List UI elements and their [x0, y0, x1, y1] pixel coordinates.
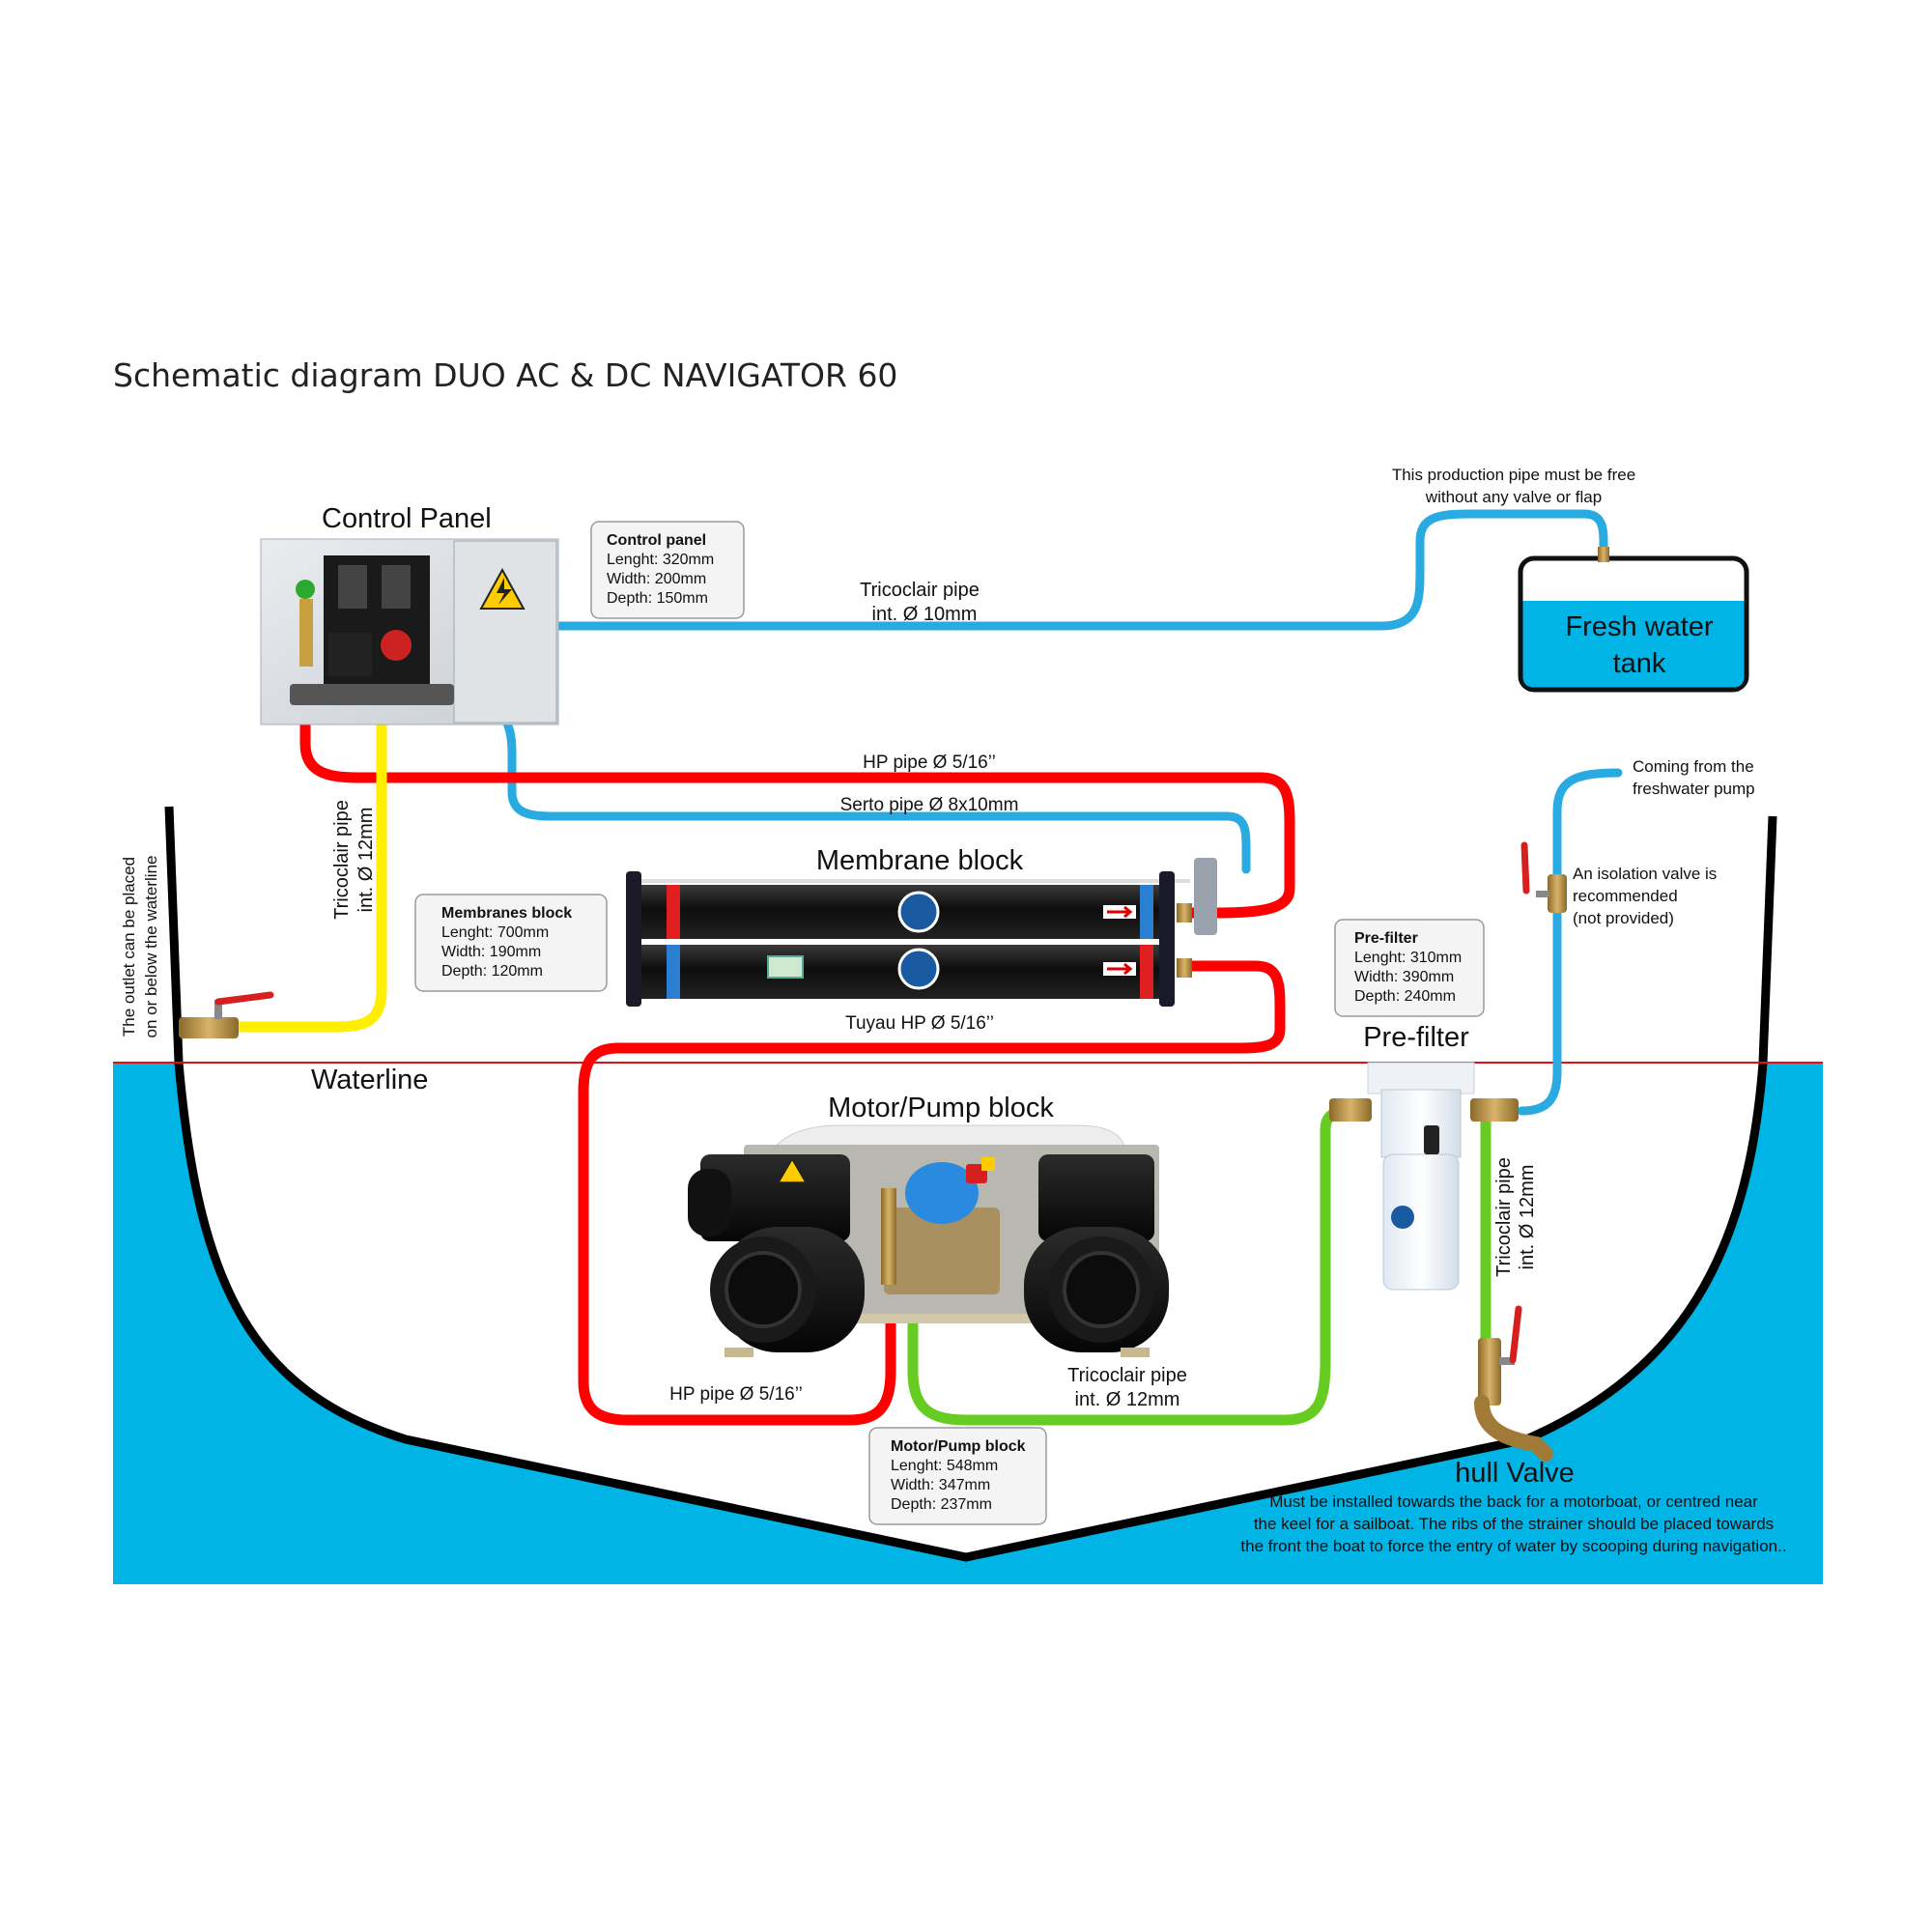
spec-title: Control panel: [607, 532, 706, 549]
spec-depth: Depth: 120mm: [441, 963, 543, 980]
fresh-water-tank-label-2: tank: [1613, 648, 1666, 679]
spec-width: Width: 347mm: [891, 1477, 990, 1493]
motor-warning-icon: [777, 1157, 808, 1183]
filter-logo-icon: [1391, 1206, 1414, 1229]
membrane-logo-icon: [897, 891, 940, 933]
isolation-valve: [1520, 841, 1567, 913]
production-note-1: This production pipe must be free: [1392, 466, 1635, 484]
spec-length: Lenght: 700mm: [441, 924, 549, 941]
isolation-note-1: An isolation valve is: [1573, 865, 1717, 883]
flow-arrow-icon: [1107, 962, 1133, 976]
serto-pipe-label: Serto pipe Ø 8x10mm: [840, 795, 1019, 815]
outlet-note-1: The outlet can be placed: [120, 857, 138, 1037]
motor-pump-title: Motor/Pump block: [828, 1093, 1054, 1123]
motor-pump-block: [688, 1124, 1169, 1357]
hp-pipe-bottom-label: HP pipe Ø 5/16’’: [669, 1384, 803, 1405]
hp-pipe-top: [299, 661, 1295, 919]
fresh-water-tank: [1518, 547, 1749, 693]
membrane-logo-icon: [897, 948, 940, 990]
hull-valve: [1474, 1305, 1553, 1462]
control-panel-spec-box: Control panel Lenght: 320mm Width: 200mm…: [590, 521, 745, 619]
tricoclair-10-label-1: Tricoclair pipe: [860, 580, 980, 601]
spec-length: Lenght: 548mm: [891, 1458, 998, 1474]
spec-width: Width: 190mm: [441, 944, 541, 960]
spec-length: Lenght: 310mm: [1354, 950, 1462, 966]
spec-depth: Depth: 240mm: [1354, 988, 1456, 1005]
spec-depth: Depth: 237mm: [891, 1496, 992, 1513]
spec-width: Width: 200mm: [607, 571, 706, 587]
spec-title: Motor/Pump block: [891, 1438, 1026, 1455]
pre-filter-spec-box: Pre-filter Lenght: 310mm Width: 390mm De…: [1334, 919, 1485, 1017]
production-note-2: without any valve or flap: [1425, 488, 1602, 506]
tricoclair-12-left-pipe: [234, 714, 387, 1033]
outlet-valve: [179, 991, 274, 1038]
hull-outline: [164, 806, 1777, 1562]
tricoclair-12-right-label-2: int. Ø 12mm: [1517, 1165, 1538, 1270]
pre-filter: [1329, 1062, 1519, 1291]
waterline-label: Waterline: [311, 1065, 428, 1095]
page-title: Schematic diagram DUO AC & DC NAVIGATOR …: [113, 356, 897, 394]
accumulator-icon: [905, 1162, 979, 1224]
tricoclair-12-bottom-pipe: [907, 1105, 1353, 1426]
tricoclair-12-left-label-1: Tricoclair pipe: [331, 800, 353, 920]
hull-valve-note-3: the front the boat to force the entry of…: [1240, 1537, 1786, 1555]
motor-pump-spec-box: Motor/Pump block Lenght: 548mm Width: 34…: [868, 1427, 1047, 1525]
membrane-block: [626, 858, 1217, 1007]
hull-valve-note-1: Must be installed towards the back for a…: [1269, 1492, 1758, 1511]
spec-width: Width: 390mm: [1354, 969, 1454, 985]
membrane-block-title: Membrane block: [816, 845, 1024, 876]
fresh-water-tank-label-1: Fresh water: [1565, 611, 1713, 642]
flow-arrow-icon: [1107, 905, 1133, 919]
tricoclair-12-right-label-1: Tricoclair pipe: [1493, 1157, 1515, 1277]
spec-length: Lenght: 320mm: [607, 552, 714, 568]
spec-title: Membranes block: [441, 905, 572, 922]
isolation-note-3: (not provided): [1573, 909, 1674, 927]
isolation-note-2: recommended: [1573, 887, 1678, 905]
coming-from-note-1: Coming from the: [1633, 757, 1754, 776]
tricoclair-12-bottom-label-2: int. Ø 12mm: [1075, 1389, 1180, 1410]
coming-from-note-2: freshwater pump: [1633, 780, 1755, 798]
tuyau-hp-label: Tuyau HP Ø 5/16’’: [845, 1013, 994, 1034]
pre-filter-title: Pre-filter: [1363, 1022, 1469, 1053]
tuyau-hp-pipe: [578, 960, 1286, 1426]
control-panel-title: Control Panel: [322, 503, 492, 534]
tricoclair-12-left-label-2: int. Ø 12mm: [355, 808, 377, 913]
tricoclair-12-bottom-label-1: Tricoclair pipe: [1067, 1365, 1187, 1386]
spec-title: Pre-filter: [1354, 930, 1418, 947]
hull-valve-note-2: the keel for a sailboat. The ribs of the…: [1254, 1515, 1774, 1533]
membranes-spec-box: Membranes block Lenght: 700mm Width: 190…: [414, 894, 608, 992]
hp-pipe-top-label: HP pipe Ø 5/16’’: [863, 753, 996, 773]
hull-valve-title: hull Valve: [1455, 1458, 1575, 1489]
control-panel: [260, 538, 559, 725]
tricoclair-10-label-2: int. Ø 10mm: [872, 604, 978, 625]
freshwater-pump-pipe: [1517, 768, 1623, 1116]
spec-depth: Depth: 150mm: [607, 590, 708, 607]
outlet-note-2: on or below the waterline: [142, 855, 160, 1037]
